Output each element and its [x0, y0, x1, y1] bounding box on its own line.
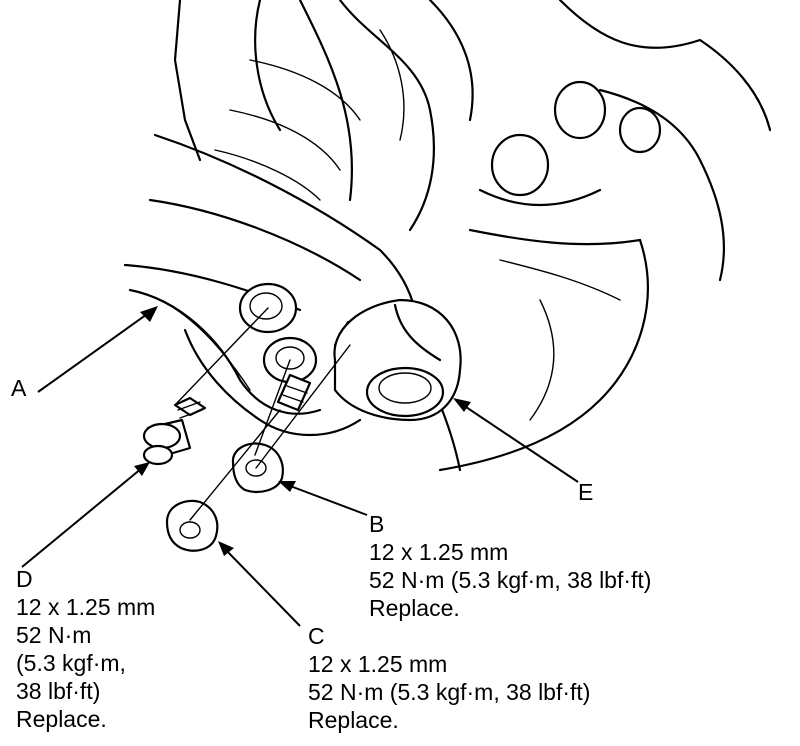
bolt-holes: [238, 282, 318, 384]
arrowhead-c: [218, 541, 234, 556]
leader-b: [284, 483, 368, 516]
arrowhead-a: [140, 306, 158, 322]
bolt-d: [142, 396, 207, 466]
label-b-note: Replace.: [369, 595, 460, 621]
label-e-letter: E: [578, 479, 594, 505]
ball-joint: [333, 298, 462, 422]
leader-e: [459, 402, 579, 483]
label-d-spec: 12 x 1.25 mm: [16, 594, 156, 620]
leader-lines: [21, 306, 579, 627]
alignment-lines: [174, 307, 351, 521]
nut-b: [231, 442, 284, 494]
background-components: [173, 0, 772, 472]
label-d: D 12 x 1.25 mm 52 N·m (5.3 kgf·m, 38 lbf…: [16, 565, 155, 733]
label-b-torque: 52 N·m (5.3 kgf·m, 38 lbf·ft): [369, 567, 652, 593]
arrowhead-b: [278, 481, 296, 492]
label-a-letter: A: [11, 375, 27, 401]
label-d-torque-2: (5.3 kgf·m,: [16, 650, 126, 676]
label-c: C 12 x 1.25 mm 52 N·m (5.3 kgf·m, 38 lbf…: [308, 622, 590, 734]
leader-a: [37, 311, 151, 393]
label-c-letter: C: [308, 623, 325, 649]
arrowhead-e: [453, 398, 471, 412]
leader-d: [21, 467, 143, 568]
label-d-torque-1: 52 N·m: [16, 622, 92, 648]
label-e: E: [578, 478, 593, 506]
label-d-torque-3: 38 lbf·ft): [16, 678, 101, 704]
label-d-letter: D: [16, 566, 33, 592]
label-b-spec: 12 x 1.25 mm: [369, 539, 509, 565]
label-c-note: Replace.: [308, 707, 399, 733]
arrowhead-d: [134, 462, 150, 476]
label-d-note: Replace.: [16, 706, 107, 732]
label-c-spec: 12 x 1.25 mm: [308, 651, 448, 677]
lower-control-arm: [123, 133, 462, 472]
label-a: A: [11, 374, 26, 402]
label-b-letter: B: [369, 511, 385, 537]
label-c-torque: 52 N·m (5.3 kgf·m, 38 lbf·ft): [308, 679, 591, 705]
label-b: B 12 x 1.25 mm 52 N·m (5.3 kgf·m, 38 lbf…: [369, 510, 651, 622]
leader-c: [223, 547, 301, 627]
nut-c: [165, 499, 219, 552]
